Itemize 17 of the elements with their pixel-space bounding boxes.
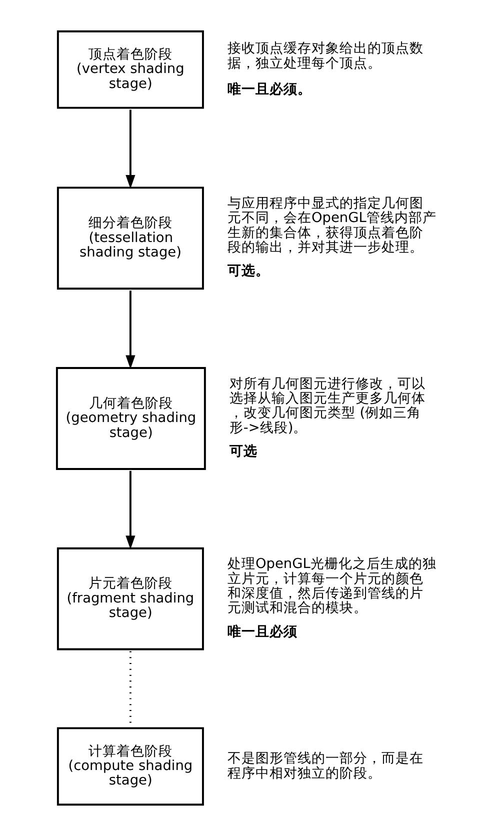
- arrow: [125, 110, 135, 189]
- node-label: 唯一且必须。: [226, 81, 311, 98]
- node-box: 顶点着色阶段 (vertex shading stage): [56, 30, 204, 109]
- node-label: 与应用程序中显式的指定几何图元不同，会在OpenGL管线内部产生新的集合体，获得顶点着色阶段的输出，并对其进一步处理。: [226, 195, 436, 256]
- node-box: 几何着色阶段 (geometry shading stage): [55, 367, 206, 470]
- node-label: 唯一且必须: [226, 624, 297, 640]
- node-label: 对所有几何图元进行修改，可以选择从输入图元生产更多几何体，改变几何图元类型 (例如三角形->线段)。: [228, 376, 425, 436]
- node-label: 可选。: [226, 263, 269, 280]
- node-box: 片元着色阶段 (fragment shading stage): [56, 547, 204, 650]
- node-label: 处理OpenGL光栅化之后生成的独立片元，计算每一个片元的颜色和深度值，然后传递到管线的片元测试和混合的模块。: [226, 556, 436, 616]
- arrow: [125, 470, 135, 550]
- node-label: 可选: [228, 443, 257, 460]
- node-box: 计算着色阶段 (compute shading stage): [56, 727, 204, 806]
- arrow: [125, 290, 135, 370]
- node-box: 细分着色阶段 (tessellation shading stage): [56, 186, 204, 290]
- node-label: 接收顶点缓存对象给出的顶点数据，独立处理每个顶点。: [226, 40, 423, 72]
- node-label: 不是图形管线的一部分，而是在程序中相对独立的阶段。: [226, 750, 423, 782]
